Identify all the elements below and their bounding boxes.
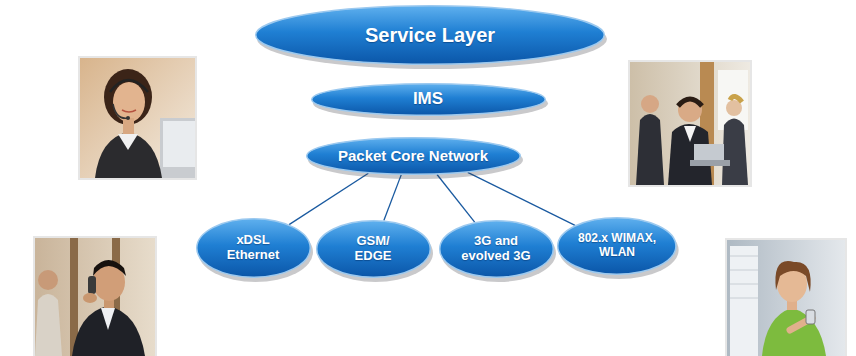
network-link bbox=[289, 173, 368, 224]
layer-ellipse: Packet Core Network bbox=[306, 137, 521, 175]
photo-headset-agent bbox=[78, 56, 200, 180]
node-label: xDSL Ethernet bbox=[217, 233, 289, 263]
network-link bbox=[468, 172, 575, 225]
access-network-ellipse: 3G and evolved 3G bbox=[439, 220, 554, 278]
node-label: Packet Core Network bbox=[338, 147, 488, 164]
access-network-ellipse: GSM/ EDGE bbox=[316, 220, 431, 278]
ellipse-body bbox=[439, 221, 553, 278]
node-label: 802.x WIMAX, WLAN bbox=[572, 232, 662, 260]
photo-mobile-user bbox=[725, 238, 847, 356]
photo-frame bbox=[628, 60, 752, 187]
network-link bbox=[384, 175, 401, 221]
ellipse-body bbox=[558, 218, 676, 275]
ellipse-body bbox=[256, 6, 605, 65]
ellipse-body bbox=[311, 83, 545, 115]
access-network-ellipse: xDSL Ethernet bbox=[196, 218, 311, 278]
layer-ellipse: Service Layer bbox=[255, 5, 605, 65]
photo-phone-call bbox=[33, 236, 157, 356]
access-network-ellipse: 802.x WIMAX, WLAN bbox=[557, 217, 677, 275]
photo-business-meeting bbox=[628, 60, 752, 187]
ellipse-body bbox=[316, 221, 430, 278]
ellipse-body bbox=[196, 219, 310, 278]
photo-frame bbox=[725, 238, 847, 356]
photo-frame bbox=[33, 236, 157, 356]
node-label: GSM/ EDGE bbox=[348, 234, 398, 264]
node-label: IMS bbox=[413, 89, 443, 109]
node-label: 3G and evolved 3G bbox=[455, 234, 537, 264]
network-link bbox=[437, 175, 475, 223]
layer-ellipse: IMS bbox=[311, 83, 546, 116]
ellipse-body bbox=[306, 138, 520, 175]
node-label: Service Layer bbox=[365, 24, 495, 47]
